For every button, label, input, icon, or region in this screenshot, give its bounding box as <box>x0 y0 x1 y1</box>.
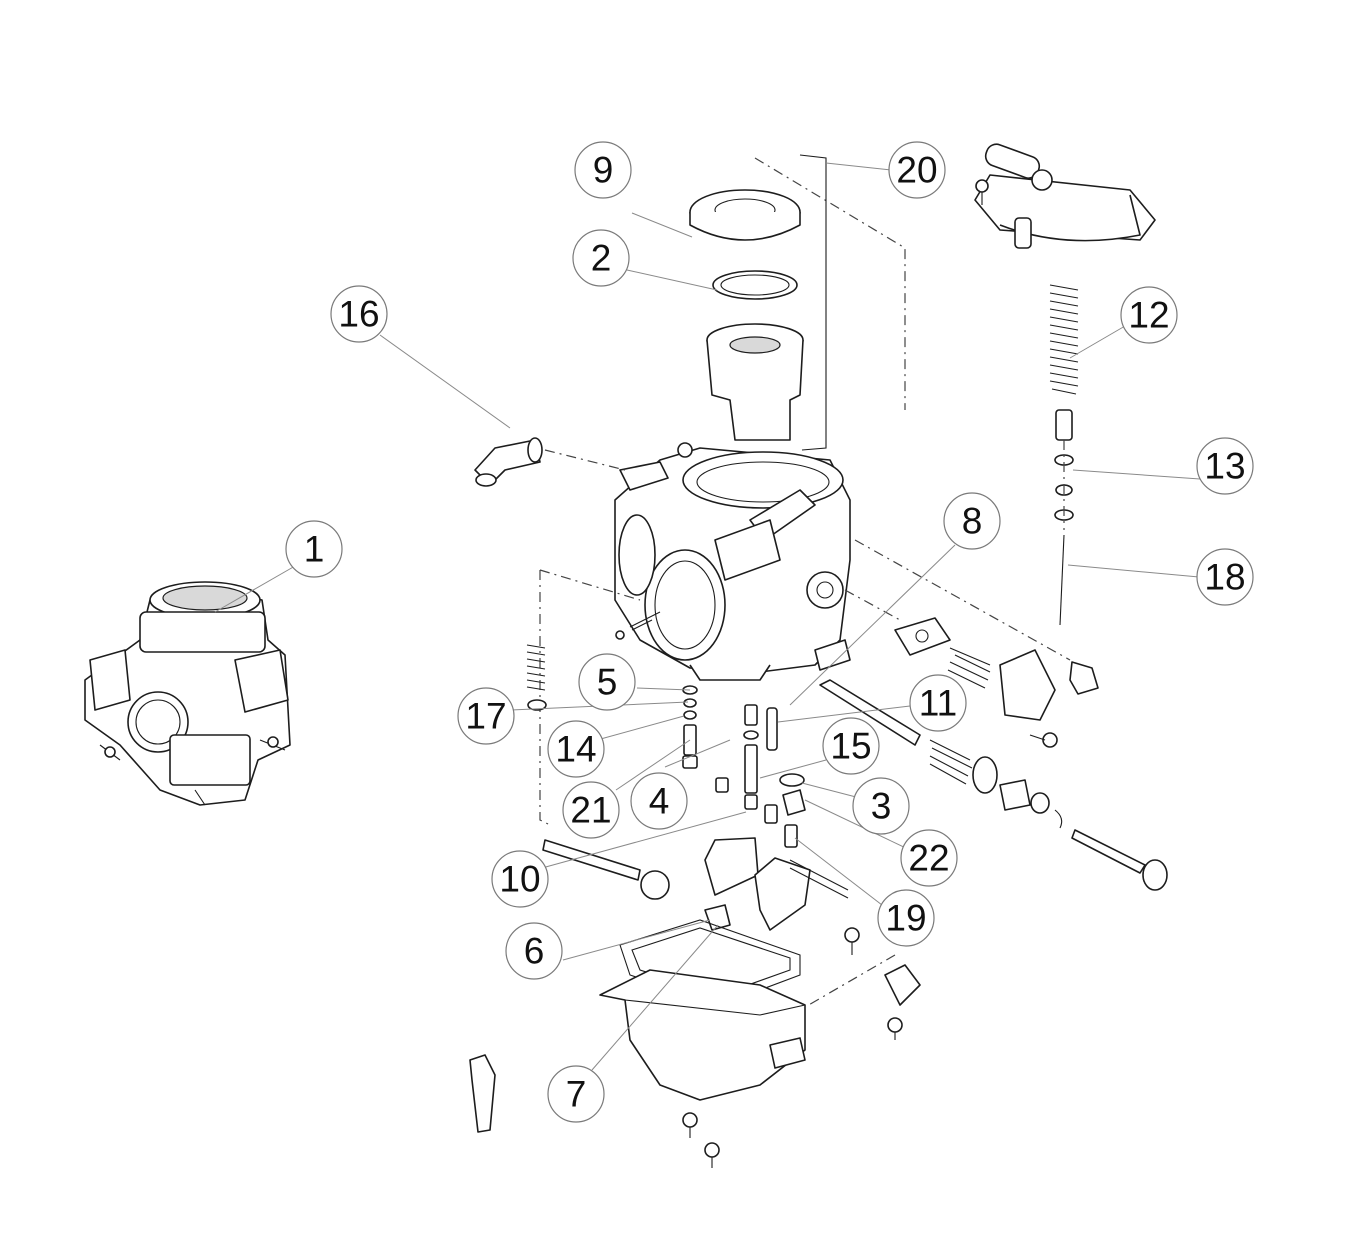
callout-9: 9 <box>574 141 632 199</box>
callout-label-8: 8 <box>962 501 983 542</box>
callout-18: 18 <box>1196 548 1254 606</box>
callout-15: 15 <box>822 717 880 775</box>
callout-label-5: 5 <box>597 662 618 703</box>
callout-10: 10 <box>491 850 549 908</box>
callout-17: 17 <box>457 687 515 745</box>
callout-label-19: 19 <box>885 898 926 939</box>
callout-label-15: 15 <box>830 726 871 767</box>
callout-5: 5 <box>578 653 636 711</box>
callout-label-13: 13 <box>1204 446 1245 487</box>
callout-20: 20 <box>888 141 946 199</box>
spring-12-drawing <box>1049 284 1079 395</box>
callout-label-17: 17 <box>465 696 506 737</box>
callout-13: 13 <box>1196 437 1254 495</box>
callout-6: 6 <box>505 922 563 980</box>
carburetor-body-drawing <box>614 442 851 681</box>
callout-label-16: 16 <box>338 294 379 335</box>
callout-label-11: 11 <box>919 683 957 724</box>
callout-label-1: 1 <box>304 529 325 570</box>
callout-label-10: 10 <box>499 859 540 900</box>
callout-label-9: 9 <box>593 150 614 191</box>
callout-4: 4 <box>630 772 688 830</box>
elbow-fitting-drawing <box>474 437 626 487</box>
callout-19: 19 <box>877 889 935 947</box>
callout-22: 22 <box>900 829 958 887</box>
callout-label-12: 12 <box>1128 295 1169 336</box>
callout-label-20: 20 <box>896 150 937 191</box>
assembled-carburetor-drawing <box>84 581 291 806</box>
right-side-parts-drawing <box>819 539 1168 891</box>
callout-1: 1 <box>285 520 343 578</box>
callout-label-21: 21 <box>570 790 611 831</box>
jets-drawing <box>715 704 806 848</box>
callout-label-4: 4 <box>649 781 670 822</box>
callout-2: 2 <box>572 229 630 287</box>
callout-label-22: 22 <box>908 838 949 879</box>
callout-3: 3 <box>852 777 910 835</box>
diaphragm-and-piston-drawing <box>689 154 906 451</box>
callout-label-14: 14 <box>555 729 596 770</box>
callout-11: 11 <box>909 674 967 732</box>
enrichener-cover-drawing <box>974 143 1156 695</box>
callout-14: 14 <box>547 720 605 778</box>
callout-8: 8 <box>943 492 1001 550</box>
callout-label-6: 6 <box>524 931 545 972</box>
callout-label-18: 18 <box>1204 557 1245 598</box>
callout-12: 12 <box>1120 286 1178 344</box>
lower-parts-drawing <box>542 837 860 955</box>
callout-label-2: 2 <box>591 238 612 279</box>
callout-7: 7 <box>547 1065 605 1123</box>
callout-16: 16 <box>330 285 388 343</box>
callout-label-7: 7 <box>566 1074 587 1115</box>
callout-21: 21 <box>562 781 620 839</box>
callout-label-3: 3 <box>871 786 892 827</box>
